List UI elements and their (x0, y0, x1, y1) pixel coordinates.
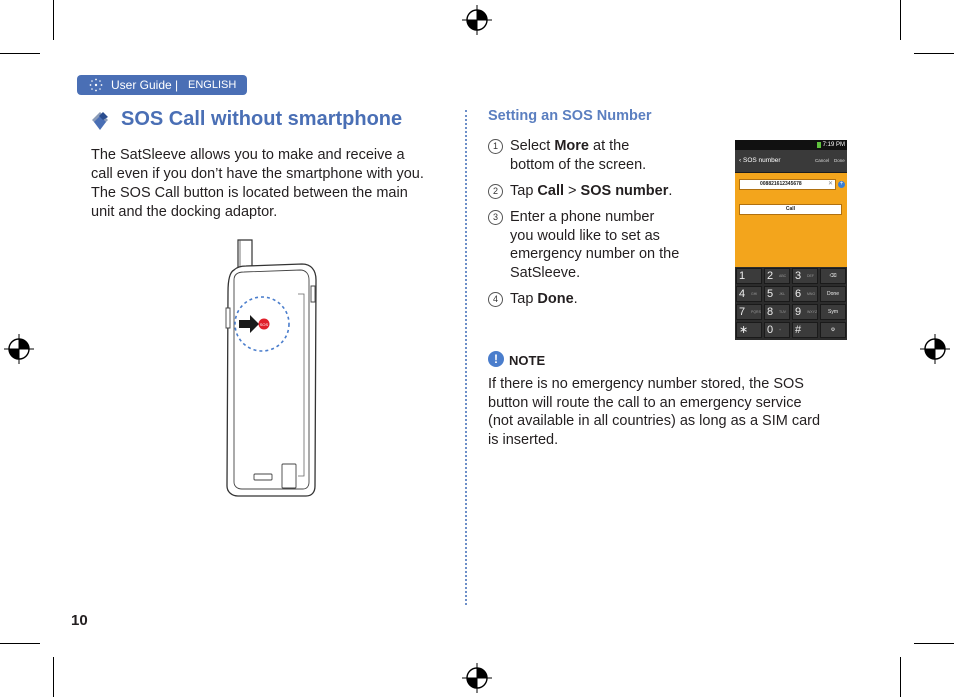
crop-mark (0, 643, 40, 644)
add-contact-icon[interactable]: + (838, 181, 845, 188)
crop-mark (914, 643, 954, 644)
sos-number-value: 008821612345678 (760, 181, 802, 187)
badge-label: User Guide | (111, 78, 179, 92)
sym-key[interactable]: Sym (820, 304, 846, 320)
battery-icon (817, 142, 821, 148)
step-number: 1 (488, 139, 503, 154)
step-text: Tap Call > SOS number. (510, 183, 673, 199)
registration-mark-icon (4, 334, 34, 364)
sos-number-field[interactable]: 008821612345678 ✕ (739, 179, 836, 190)
key-1[interactable]: 1 (736, 268, 762, 284)
crop-mark (900, 0, 901, 40)
phone-screenshot: 7:19 PM ‹ SOS number Cancel Done 0088216… (735, 140, 847, 340)
done-button[interactable]: Done (834, 158, 845, 163)
backspace-key[interactable]: ⌫ (820, 268, 846, 284)
intro-paragraph: The SatSleeve allows you to make and rec… (91, 147, 424, 220)
exclamation-icon: ! (488, 351, 504, 367)
page-title: SOS Call without smartphone (121, 108, 403, 130)
svg-text:SOS: SOS (260, 322, 269, 327)
crop-mark (900, 657, 901, 697)
diamond-bullet-icon (92, 112, 108, 130)
key-0[interactable]: 0+ (764, 322, 790, 338)
key-star[interactable]: ∗ (736, 322, 762, 338)
note-body: If there is no emergency number stored, … (488, 376, 821, 448)
note-heading: NOTE (509, 353, 546, 368)
status-time: 7:19 PM (822, 142, 845, 148)
crop-mark (53, 657, 54, 697)
section-title: Setting an SOS Number (488, 108, 652, 124)
badge-language: ENGLISH (188, 79, 237, 91)
step-text: Enter a phone number you would like to s… (510, 209, 680, 281)
clear-icon[interactable]: ✕ (827, 181, 833, 187)
step-text: Select More at the bottom of the screen. (510, 138, 647, 173)
satsleeve-device-illustration: SOS (225, 239, 317, 497)
sparkle-icon (89, 78, 103, 92)
step-text: Tap Done. (510, 291, 578, 307)
settings-key[interactable]: ⚙ (820, 322, 846, 338)
status-bar: 7:19 PM (735, 140, 847, 150)
cancel-button[interactable]: Cancel (815, 158, 830, 163)
registration-mark-icon (920, 334, 950, 364)
crop-mark (53, 0, 54, 40)
keypad-done-key[interactable]: Done (820, 286, 846, 302)
user-guide-badge: User Guide | ENGLISH (77, 75, 247, 95)
step-number: 3 (488, 210, 503, 225)
screen-title[interactable]: ‹ SOS number (739, 157, 781, 164)
crop-mark (0, 53, 40, 54)
call-button[interactable]: Call (739, 204, 842, 215)
registration-mark-icon (462, 663, 492, 693)
registration-mark-icon (462, 5, 492, 35)
sos-number-form: 008821612345678 ✕ + Call (735, 173, 847, 267)
key-hash[interactable]: # (792, 322, 818, 338)
column-divider (465, 110, 467, 605)
step-number: 4 (488, 292, 503, 307)
page-number: 10 (71, 612, 88, 629)
app-bar: ‹ SOS number Cancel Done (735, 150, 847, 173)
crop-mark (914, 53, 954, 54)
step-number: 2 (488, 184, 503, 199)
